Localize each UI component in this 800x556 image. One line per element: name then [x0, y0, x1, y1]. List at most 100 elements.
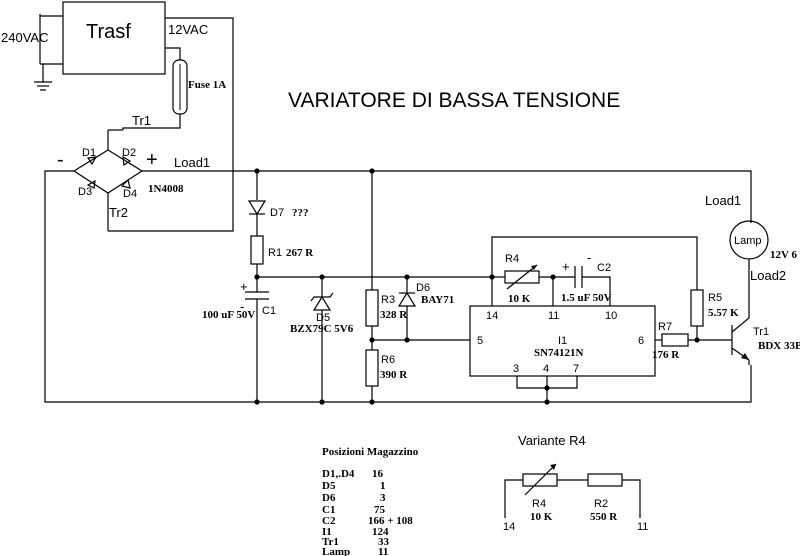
resistor-r1-value: 267 R	[286, 247, 314, 259]
ic-pin3-label: 3	[513, 363, 519, 375]
variant-left-wire	[504, 479, 523, 518]
capacitor-c1-plus: +	[240, 279, 248, 294]
resistor-r5	[690, 289, 704, 327]
inventory-position: 11	[378, 546, 388, 556]
resistor-r3-label: R3	[381, 294, 395, 306]
inventory-position: 16	[372, 468, 384, 480]
diode-d7-symbol	[247, 200, 267, 216]
resistor-r6	[365, 349, 379, 387]
potentiometer-r4-label: R4	[505, 253, 519, 265]
inventory-position: 166 + 108	[368, 515, 413, 527]
variant-r4: Variante R4 R4 10 K R2 550 R 14 11	[503, 433, 648, 533]
variant-potentiometer-arrowhead	[550, 464, 556, 470]
junction-dot	[254, 274, 260, 280]
inventory-position: 75	[374, 504, 386, 516]
resistor-r6-label: R6	[381, 354, 395, 366]
variant-r4-value: 10 K	[530, 511, 553, 523]
inventory-position: 33	[378, 536, 390, 548]
inventory-part: I1	[322, 526, 332, 538]
diode-d1-label: D1	[82, 147, 96, 159]
inventory-part: Lamp	[322, 546, 350, 556]
junction-dot	[369, 399, 375, 405]
output-stage: R5 5.57 K R7 176 R Tr1 BDX 33B	[652, 289, 800, 365]
diode-d6-symbol	[397, 291, 417, 307]
ic-pin14-top-wire	[491, 236, 698, 306]
ic-pin5-label: 5	[477, 335, 483, 347]
variant-potentiometer-arrow	[524, 463, 557, 496]
capacitor-c1-value: 100 uF 50V	[202, 309, 255, 321]
zener-d5-label: D5	[316, 312, 330, 324]
bridge-minus-label: -	[57, 149, 64, 171]
inventory-position: 1	[380, 480, 386, 492]
inventory-row: D5 1	[322, 480, 386, 492]
diode-d4-label: D4	[123, 188, 137, 200]
transformer-label: Trasf	[86, 21, 131, 43]
diode-d7-value: ???	[292, 207, 309, 219]
potentiometer-r4-arrow	[506, 264, 538, 290]
resistor-r7	[661, 333, 689, 347]
junction-dot	[404, 337, 410, 343]
junction-dot	[550, 274, 556, 280]
capacitor-c2-label: C2	[597, 262, 611, 274]
lamp-rating-label: 12V 6 W	[770, 249, 800, 261]
resistor-r1-label: R1	[268, 247, 282, 259]
junction-dot	[254, 168, 260, 174]
inventory-row: I1 124	[322, 526, 389, 538]
junction-dot	[404, 274, 410, 280]
diode-d6-value: BAY71	[421, 294, 454, 306]
resistor-r7-label: R7	[658, 321, 672, 333]
resistor-r3	[365, 289, 379, 327]
junction-dot	[319, 274, 325, 280]
diode-d6-branch: D6 BAY71	[397, 277, 454, 340]
resistor-r5-label: R5	[708, 292, 722, 304]
inventory-part: Tr1	[322, 536, 339, 548]
inventory-position: 124	[372, 526, 389, 538]
ground-rail	[44, 170, 752, 403]
transformer: Trasf 240VAC 12VAC	[1, 1, 234, 232]
positive-rail	[142, 170, 752, 223]
diode-d3-label: D3	[78, 186, 92, 198]
junction-dot	[694, 337, 700, 343]
potentiometer-r4-value: 10 K	[508, 293, 531, 305]
bridge-tr2-label: Tr2	[109, 205, 128, 220]
zener-d5-branch: D5 BZX79C 5V6	[290, 277, 354, 402]
fuse-to-bridge-wire	[122, 114, 181, 130]
ic-i1-body	[469, 305, 656, 377]
load2-label: Load2	[750, 268, 786, 283]
d7-r1-c1-branch: D7 ??? R1 267 R + - C1 100 uF 50V	[202, 171, 314, 402]
junction-dot	[544, 399, 550, 405]
r3-r6-divider: R3 328 R R6 390 R	[365, 171, 470, 402]
transistor-collector	[731, 305, 750, 333]
junction-dots	[254, 168, 700, 405]
variant-title: Variante R4	[518, 433, 586, 448]
junction-dot	[544, 385, 550, 391]
r4-c2-timing: R4 10 K + - C2 1.5 uF 50V	[491, 236, 698, 306]
resistor-r7-value: 176 R	[652, 349, 680, 361]
ic-pin14-label: 14	[486, 310, 498, 322]
diode-d6-label: D6	[416, 282, 430, 294]
bridge-tr1-label: Tr1	[132, 113, 151, 128]
inventory-row: Tr1 33	[322, 536, 390, 548]
variant-r2-label: R2	[594, 498, 608, 510]
variant-r4-label: R4	[532, 498, 546, 510]
ic-pin10-wire	[582, 276, 611, 306]
transformer-body	[62, 1, 166, 75]
zener-d5-bar	[310, 292, 334, 302]
bridge-part-label: 1N4008	[148, 183, 184, 195]
potentiometer-r4-arrowhead	[531, 265, 537, 270]
inventory-part: C2	[322, 515, 336, 527]
capacitor-c1-minus: -	[240, 299, 244, 314]
fuse: Fuse 1A	[122, 59, 226, 130]
inventory-position: 3	[380, 492, 386, 504]
secondary-wire-right	[165, 17, 234, 232]
load1-top-label: Load1	[174, 155, 210, 170]
inventory-part: C1	[322, 504, 335, 516]
fuse-label: Fuse 1A	[188, 79, 226, 91]
capacitor-c2-value: 1.5 uF 50V	[561, 292, 612, 304]
transistor-emitter-arrow	[741, 353, 749, 360]
inventory-row: C2 166 + 108	[322, 515, 413, 527]
diode-d2-label: D2	[122, 147, 136, 159]
resistor-r6-value: 390 R	[380, 369, 408, 381]
